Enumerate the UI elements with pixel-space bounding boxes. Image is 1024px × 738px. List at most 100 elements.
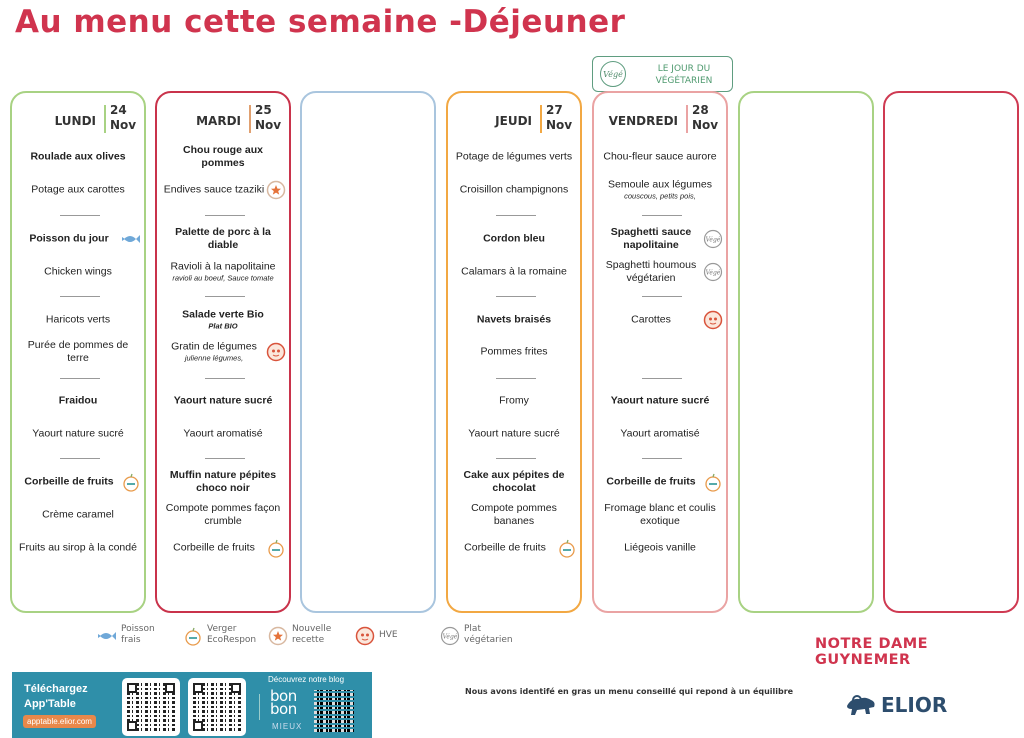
vege-icon: Végé [600, 61, 626, 87]
dish-detail: Plat BIO [208, 321, 238, 331]
app-store-qr-code[interactable] [122, 678, 180, 736]
dish-name: Navets braisés [476, 313, 552, 326]
dish-name: Salade verte Bio [182, 308, 264, 321]
menu-item: Cake aux pépites de chocolat [452, 469, 576, 495]
dish-name: Chicken wings [44, 265, 112, 278]
legend-label: Nouvelle [292, 624, 332, 634]
day-name: MARDI [196, 114, 241, 128]
dish-name: Gratin de légumes [171, 340, 257, 353]
menu-item: Fromage blanc et coulis exotique [598, 502, 722, 528]
fish-icon [97, 626, 117, 646]
day-header: JEUDI 27 Nov [448, 101, 580, 137]
dish-name: Ravioli à la napolitaine [170, 260, 276, 273]
vege-icon: Végé [440, 626, 460, 646]
svg-text:Végé: Végé [706, 270, 721, 277]
play-store-qr-code[interactable] [188, 678, 246, 736]
school-name: NOTRE DAME GUYNEMER [815, 636, 929, 668]
dish-name: Yaourt nature sucré [32, 427, 124, 440]
legend-label: végétarien [464, 635, 513, 645]
dish-name: Yaourt aromatisé [620, 427, 700, 440]
month: Nov [110, 118, 137, 132]
menu-item: Croisillon champignons [452, 184, 576, 197]
hve-icon [703, 310, 723, 330]
menu-item: Potage aux carottes [16, 184, 140, 197]
apple-icon [183, 626, 203, 646]
dish-name: Compote pommes bananes [471, 502, 557, 527]
dish-name: Liégeois vanille [624, 541, 696, 554]
header-divider [249, 105, 251, 133]
menu-item: Pommes frites [452, 346, 576, 359]
star-icon [268, 626, 288, 646]
menu-item: Yaourt aromatisé [161, 428, 285, 441]
menu-item: Haricots verts [16, 314, 140, 327]
dish-name: Haricots verts [45, 313, 111, 326]
menu-item: Cordon bleu [452, 233, 576, 246]
dish-name: Potage aux carottes [31, 183, 125, 196]
dish-name: Fromy [499, 394, 529, 407]
menu-item: Yaourt nature sucré [16, 428, 140, 441]
menu-item: Navets braisés [452, 314, 576, 327]
day-name: JEUDI [495, 114, 532, 128]
day-column-empty [300, 91, 436, 613]
course-separator [496, 458, 536, 459]
menu-item: Calamars à la romaine [452, 266, 576, 279]
dish-detail: couscous, petits pois, [624, 191, 696, 201]
blog-qr-code[interactable] [314, 690, 354, 732]
course-separator [60, 378, 100, 379]
legend-label: recette [292, 635, 325, 645]
banner-divider [259, 694, 260, 720]
dish-name: Spaghetti houmous végétarien [605, 259, 697, 284]
app-url-link[interactable]: apptable.elior.com [23, 715, 96, 728]
course-separator [205, 458, 245, 459]
dish-name: Chou rouge aux pommes [183, 144, 263, 169]
dish-name: Potage de légumes verts [455, 150, 573, 163]
day-header: LUNDI 24 Nov [12, 101, 144, 137]
course-separator [642, 215, 682, 216]
apple-icon [557, 538, 577, 558]
legend-label: Plat [464, 624, 481, 634]
day-number: 28 [692, 103, 709, 117]
dish-name: Fromage blanc et coulis exotique [604, 502, 716, 527]
dish-name: Roulade aux olives [30, 150, 126, 163]
course-separator [642, 296, 682, 297]
vege-icon: Végé [703, 262, 723, 282]
dish-name: Corbeille de fruits [173, 541, 255, 554]
menu-item: Poisson du jour [16, 233, 122, 246]
dish-name: Crème caramel [42, 508, 114, 521]
month: Nov [546, 118, 573, 132]
day-number: 24 [110, 103, 127, 117]
svg-text:Végé: Végé [706, 237, 721, 244]
day-number: 25 [255, 103, 272, 117]
apple-icon [703, 472, 723, 492]
menu-item: Endives sauce tzaziki [161, 184, 267, 197]
hve-icon [355, 626, 375, 646]
menu-item: Muffin nature pépites choco noir [161, 469, 285, 495]
menu-item: Carottes [598, 314, 704, 327]
course-separator [496, 215, 536, 216]
legend-label: Poisson [121, 624, 155, 634]
banner-line2: App'Table [24, 698, 76, 710]
menu-item: Fruits au sirop à la condé [16, 542, 140, 555]
course-separator [205, 296, 245, 297]
menu-item: Crème caramel [16, 509, 140, 522]
balanced-menu-note: Nous avons identifé en gras un menu cons… [465, 687, 794, 696]
dish-name: Carottes [631, 313, 671, 326]
dish-name: Fraidou [58, 394, 98, 407]
menu-item: Corbeille de fruits [161, 542, 267, 555]
dish-name: Yaourt nature sucré [173, 394, 273, 407]
month: Nov [692, 118, 719, 132]
star-icon [266, 180, 286, 200]
dish-name: Corbeille de fruits [606, 475, 696, 488]
apple-icon [266, 538, 286, 558]
menu-item: Spaghetti sauce napolitaine [598, 226, 704, 252]
menu-item: Chou rouge aux pommes [161, 144, 285, 170]
dish-detail: ravioli au boeuf, Sauce tomate [172, 273, 274, 283]
header-divider [540, 105, 542, 133]
day-column-empty [883, 91, 1019, 613]
